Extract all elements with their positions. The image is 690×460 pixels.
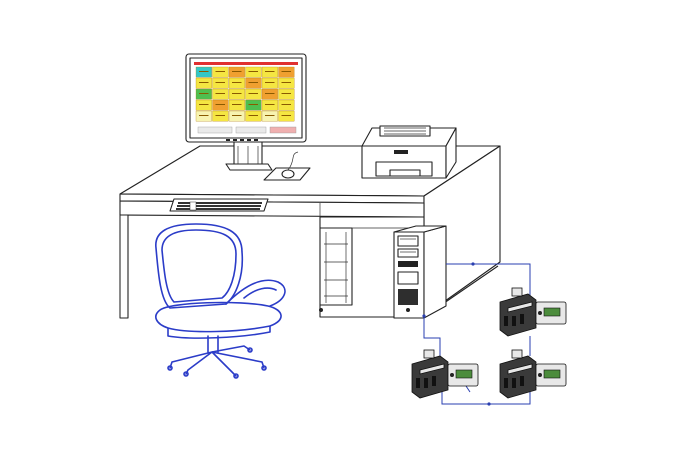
screen-tile bbox=[212, 66, 229, 78]
field-device-icon bbox=[499, 287, 567, 337]
desk bbox=[119, 145, 501, 319]
screen-tile-line bbox=[248, 71, 258, 72]
screen-tile-line bbox=[281, 104, 291, 105]
screen-tile bbox=[212, 110, 229, 122]
screen-tile-line bbox=[232, 93, 242, 94]
screen-tile-grid bbox=[195, 66, 295, 122]
screen-tile bbox=[212, 99, 229, 111]
desk-apron bbox=[119, 200, 425, 218]
screen-tile bbox=[195, 110, 212, 122]
screen-tile bbox=[228, 110, 245, 122]
printer-icon bbox=[361, 125, 457, 179]
screen-tile bbox=[195, 66, 212, 78]
screen-tile bbox=[278, 88, 295, 100]
computer-tower-icon bbox=[393, 225, 447, 319]
screen-tile bbox=[245, 66, 262, 78]
screen-tile bbox=[261, 99, 278, 111]
screen-tile bbox=[261, 77, 278, 89]
desk-left-leg bbox=[119, 214, 129, 319]
screen-tile bbox=[228, 88, 245, 100]
screen-tile-line bbox=[215, 71, 225, 72]
screen-tile-line bbox=[215, 93, 225, 94]
screen-tile-line bbox=[248, 115, 258, 116]
screen-tile-line bbox=[265, 93, 275, 94]
network-wire bbox=[422, 262, 531, 406]
screen-tile bbox=[245, 110, 262, 122]
screen-tile-line bbox=[232, 104, 242, 105]
keyboard-icon bbox=[169, 198, 269, 212]
screen-tile bbox=[261, 66, 278, 78]
screen-tile bbox=[278, 77, 295, 89]
screen-tile-line bbox=[248, 104, 258, 105]
screen-tile bbox=[278, 66, 295, 78]
screen-tile bbox=[212, 88, 229, 100]
screen-tile-line bbox=[232, 115, 242, 116]
screen-tile-line bbox=[281, 71, 291, 72]
screen-tile-line bbox=[265, 115, 275, 116]
screen-tile bbox=[245, 88, 262, 100]
screen-tile-line bbox=[248, 82, 258, 83]
screen-tile-line bbox=[281, 93, 291, 94]
screen-tile-line bbox=[265, 104, 275, 105]
screen-tile-line bbox=[199, 104, 209, 105]
screen-tile bbox=[195, 77, 212, 89]
screen-tile-line bbox=[215, 115, 225, 116]
screen-tile bbox=[261, 88, 278, 100]
screen-tile-line bbox=[265, 82, 275, 83]
screen-tile-line bbox=[232, 82, 242, 83]
screen-tile bbox=[261, 110, 278, 122]
screen-tile bbox=[228, 99, 245, 111]
screen-tile-line bbox=[215, 104, 225, 105]
screen-tile-line bbox=[215, 82, 225, 83]
screen-tile-line bbox=[199, 71, 209, 72]
screen-tile-line bbox=[199, 115, 209, 116]
screen-tile-line bbox=[248, 93, 258, 94]
screen-tile-line bbox=[281, 82, 291, 83]
office-chair-icon bbox=[155, 223, 286, 379]
screen-tile bbox=[245, 77, 262, 89]
monitor-screen bbox=[192, 60, 300, 136]
screen-tile bbox=[195, 88, 212, 100]
screen-tile-line bbox=[232, 71, 242, 72]
screen-tile bbox=[228, 77, 245, 89]
screen-tile bbox=[228, 66, 245, 78]
screen-tile-line bbox=[199, 93, 209, 94]
mouse-icon bbox=[263, 151, 311, 181]
screen-tile-line bbox=[199, 82, 209, 83]
field-device-icon bbox=[411, 349, 479, 399]
screen-tile bbox=[212, 77, 229, 89]
monitor-icon bbox=[185, 53, 307, 171]
screen-tile bbox=[245, 99, 262, 111]
field-device-icon bbox=[499, 349, 567, 399]
screen-tile bbox=[278, 110, 295, 122]
screen-tile bbox=[195, 99, 212, 111]
screen-tile-line bbox=[265, 71, 275, 72]
screen-tile-line bbox=[281, 115, 291, 116]
screen-tile bbox=[278, 99, 295, 111]
